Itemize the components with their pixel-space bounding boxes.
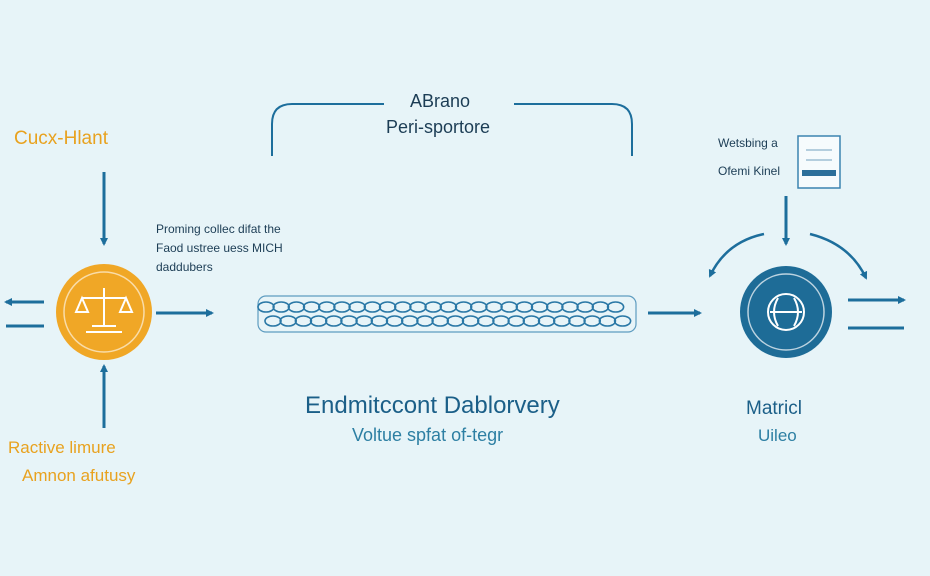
chain-link <box>485 301 503 313</box>
left-node-caption-line2: Amnon afutusy <box>22 466 136 485</box>
top-bracket <box>271 103 633 156</box>
chain-link <box>393 301 412 313</box>
chain-link <box>492 315 510 327</box>
chain-link <box>500 301 519 313</box>
chain-link <box>598 315 617 327</box>
right-output-arrows <box>848 296 906 330</box>
chain-link <box>340 315 358 327</box>
chain-link <box>476 315 495 327</box>
globe-icon <box>767 293 805 331</box>
chain-link <box>454 301 473 313</box>
middle-note-line1: Proming collec difat the <box>156 222 281 236</box>
chain-link <box>385 315 404 327</box>
curved-arrow-left <box>708 232 765 278</box>
chain-link <box>469 301 488 313</box>
chain-link <box>257 301 275 313</box>
left-input-arrows <box>4 298 44 328</box>
chain-link <box>568 315 586 327</box>
chain-link <box>324 315 343 327</box>
chain-link <box>294 315 313 327</box>
chain-link <box>416 315 434 327</box>
chain-link <box>370 315 389 327</box>
chain-link <box>583 315 602 327</box>
chain-link <box>317 301 336 313</box>
chain-link <box>272 301 291 313</box>
chain-link <box>591 301 610 313</box>
chain-link <box>400 315 419 327</box>
top-bracket-label-line2: Peri-sportore <box>386 117 491 137</box>
top-bracket-label-line1: ABrano <box>410 91 471 111</box>
curved-arrow-right <box>809 232 868 280</box>
chain-link <box>507 315 526 327</box>
left-node-title: Cucx-Hlant <box>14 128 108 149</box>
chain-link <box>537 315 556 327</box>
chain-link <box>409 301 427 313</box>
chain-link <box>606 301 625 313</box>
middle-note-line2: Faod ustree uess MICH <box>156 241 283 255</box>
left-node <box>56 264 152 360</box>
chain-link <box>613 315 632 327</box>
chain-link <box>515 301 534 313</box>
data-pipeline-chain <box>257 295 637 333</box>
chain-link <box>522 315 541 327</box>
chain-link <box>439 301 458 313</box>
chain-link <box>348 301 367 313</box>
chain-link <box>363 301 382 313</box>
chain-link <box>302 301 321 313</box>
chain-link <box>264 315 282 327</box>
pipeline-title: Endmitccont Dablorvery <box>305 392 560 419</box>
chain-link <box>424 301 443 313</box>
right-node-title: Matricl <box>746 398 802 419</box>
right-node-subtitle: Uileo <box>758 426 797 445</box>
chain-link <box>461 315 480 327</box>
chain-link <box>333 301 351 313</box>
chain-link <box>530 301 549 313</box>
document-icon <box>797 135 841 189</box>
chain-link <box>355 315 374 327</box>
chain-link <box>287 301 306 313</box>
scale-icon <box>74 288 134 333</box>
right-panel-label-line2: Ofemi Kinel <box>718 164 781 178</box>
chain-link <box>545 301 564 313</box>
middle-note-line3: daddubers <box>156 260 213 274</box>
chain-link <box>309 315 328 327</box>
chain-link <box>279 315 298 327</box>
chain-link <box>576 301 595 313</box>
chain-link <box>378 301 397 313</box>
left-node-caption-line1: Ractive limure <box>8 438 116 457</box>
chain-link <box>552 315 571 327</box>
right-panel-label-line1: Wetsbing a <box>718 136 778 150</box>
chain-link <box>446 315 465 327</box>
pipeline-subtitle: Voltue spfat of-tegr <box>352 425 504 445</box>
chain-link <box>561 301 579 313</box>
chain-link <box>431 315 450 327</box>
right-node <box>740 266 832 358</box>
